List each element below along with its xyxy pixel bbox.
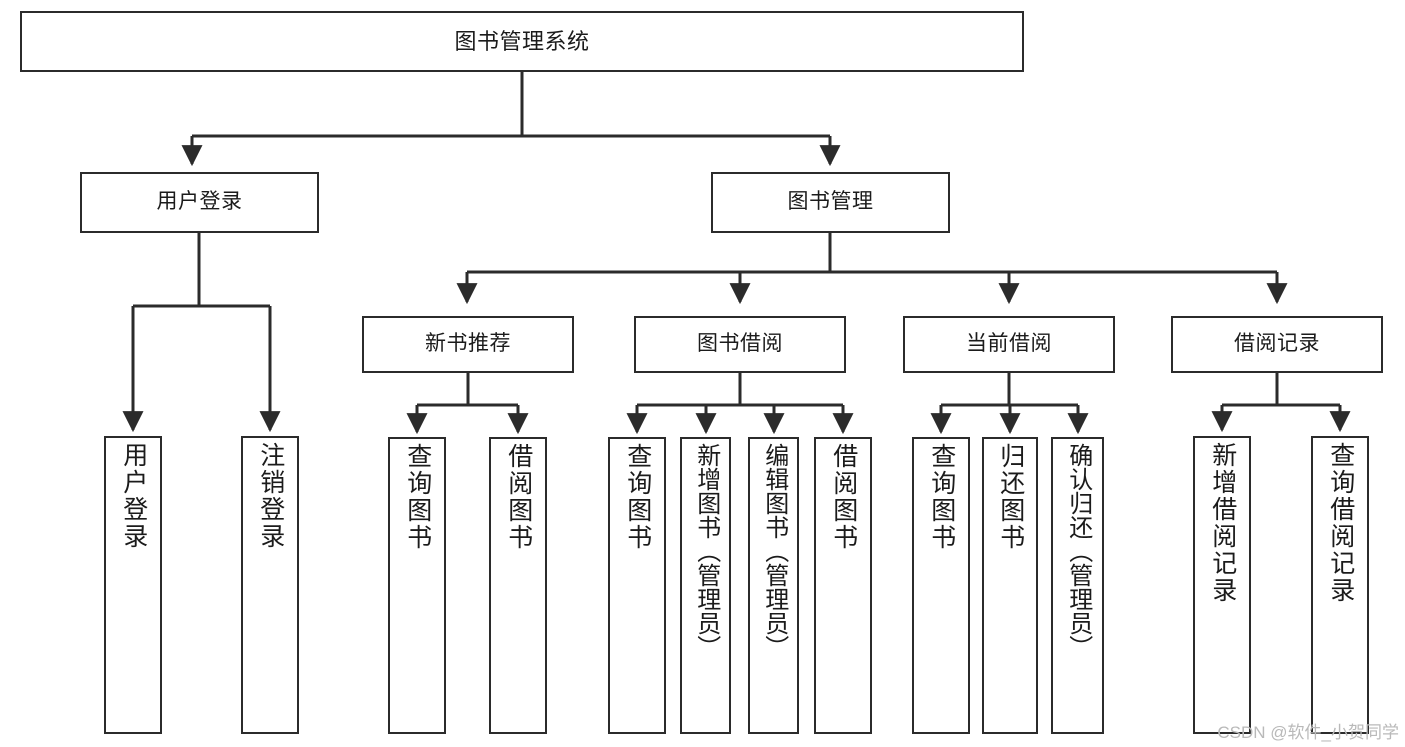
node-leaf-borrow-book-1-label: 借阅图书 xyxy=(504,443,533,551)
node-user-login[interactable]: 用户登录 xyxy=(80,172,319,233)
node-leaf-query-record-label: 查询借阅记录 xyxy=(1326,442,1355,604)
node-leaf-return-book-label: 归还图书 xyxy=(996,443,1025,551)
node-root-label: 图书管理系统 xyxy=(454,28,590,54)
node-current-borrow-label: 当前借阅 xyxy=(966,332,1052,356)
node-leaf-logout-login[interactable]: 注销登录 xyxy=(241,436,299,734)
node-leaf-edit-book[interactable]: 编辑图书（管理员） xyxy=(748,437,799,734)
node-new-book-recommend-label: 新书推荐 xyxy=(425,332,511,356)
node-leaf-borrow-book-2[interactable]: 借阅图书 xyxy=(814,437,872,734)
node-leaf-query-book-2[interactable]: 查询图书 xyxy=(608,437,666,734)
node-book-management[interactable]: 图书管理 xyxy=(711,172,950,233)
node-leaf-borrow-book-1[interactable]: 借阅图书 xyxy=(489,437,547,734)
node-leaf-query-book-1[interactable]: 查询图书 xyxy=(388,437,446,734)
node-leaf-confirm-return[interactable]: 确认归还（管理员） xyxy=(1051,437,1104,734)
node-current-borrow[interactable]: 当前借阅 xyxy=(903,316,1115,373)
node-leaf-add-book-label: 新增图书（管理员） xyxy=(692,443,720,659)
node-leaf-query-book-1-label: 查询图书 xyxy=(403,443,432,551)
node-root[interactable]: 图书管理系统 xyxy=(20,11,1024,72)
node-new-book-recommend[interactable]: 新书推荐 xyxy=(362,316,574,373)
node-leaf-borrow-book-2-label: 借阅图书 xyxy=(829,443,858,551)
node-user-login-label: 用户登录 xyxy=(156,190,243,214)
node-book-management-label: 图书管理 xyxy=(787,190,874,214)
node-borrow-record-label: 借阅记录 xyxy=(1234,332,1320,356)
node-leaf-confirm-return-label: 确认归还（管理员） xyxy=(1064,443,1092,659)
node-leaf-user-login-label: 用户登录 xyxy=(119,442,148,550)
node-leaf-query-record[interactable]: 查询借阅记录 xyxy=(1311,436,1369,734)
node-leaf-user-login[interactable]: 用户登录 xyxy=(104,436,162,734)
node-book-borrow-label: 图书借阅 xyxy=(697,332,783,356)
node-leaf-return-book[interactable]: 归还图书 xyxy=(982,437,1038,734)
node-leaf-add-record-label: 新增借阅记录 xyxy=(1208,442,1237,604)
node-leaf-query-book-3[interactable]: 查询图书 xyxy=(912,437,970,734)
node-leaf-add-book[interactable]: 新增图书（管理员） xyxy=(680,437,731,734)
node-leaf-query-book-3-label: 查询图书 xyxy=(927,443,956,551)
node-leaf-query-book-2-label: 查询图书 xyxy=(623,443,652,551)
node-leaf-add-record[interactable]: 新增借阅记录 xyxy=(1193,436,1251,734)
node-borrow-record[interactable]: 借阅记录 xyxy=(1171,316,1383,373)
node-book-borrow[interactable]: 图书借阅 xyxy=(634,316,846,373)
node-leaf-edit-book-label: 编辑图书（管理员） xyxy=(760,443,788,659)
node-leaf-logout-login-label: 注销登录 xyxy=(256,442,285,550)
